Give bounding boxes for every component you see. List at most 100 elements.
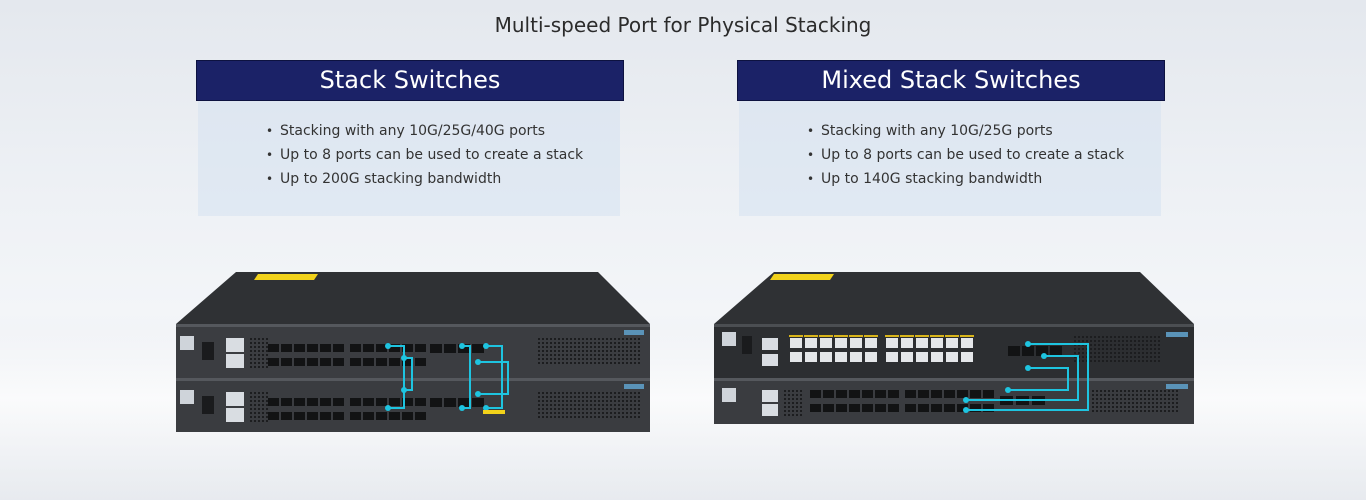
sfp-port — [905, 390, 916, 398]
vent-hole — [254, 354, 256, 356]
vent-hole — [1116, 398, 1118, 400]
rj45-port — [886, 352, 898, 362]
vent-hole — [638, 404, 640, 406]
vent-hole — [1106, 352, 1108, 354]
vent-hole — [614, 392, 616, 394]
vent-hole — [586, 362, 588, 364]
vent-hole — [578, 358, 580, 360]
qsfp-port — [444, 344, 456, 353]
vent-hole — [590, 396, 592, 398]
feature-item: •Stacking with any 10G/25G/40G ports — [266, 119, 620, 143]
vent-hole — [582, 400, 584, 402]
poe-led — [960, 335, 974, 337]
sfp-port — [281, 412, 292, 420]
vent-hole — [250, 338, 252, 340]
rj45-port — [931, 338, 943, 348]
vent-hole — [1082, 356, 1084, 358]
vent-hole — [590, 408, 592, 410]
vent-hole — [1102, 348, 1104, 350]
vent-hole — [554, 392, 556, 394]
console-port — [202, 396, 214, 414]
vent-hole — [796, 398, 798, 400]
vent-hole — [1124, 394, 1126, 396]
vent-hole — [546, 400, 548, 402]
switch-unit-lower — [714, 378, 1194, 424]
vent-hole — [1106, 356, 1108, 358]
vent-hole — [1118, 340, 1120, 342]
vent-hole — [1126, 348, 1128, 350]
vent-hole — [590, 362, 592, 364]
vent-hole — [1138, 356, 1140, 358]
vent-hole — [258, 416, 260, 418]
vent-hole — [250, 404, 252, 406]
vent-hole — [1098, 352, 1100, 354]
vent-hole — [562, 342, 564, 344]
vent-hole — [1108, 398, 1110, 400]
vent-hole — [634, 412, 636, 414]
sfp-port — [376, 344, 387, 352]
vent-hole — [1144, 398, 1146, 400]
vent-hole — [622, 400, 624, 402]
status-label — [1166, 332, 1188, 337]
vent-hole — [1172, 394, 1174, 396]
vent-hole — [594, 416, 596, 418]
vent-hole — [1160, 390, 1162, 392]
vent-hole — [586, 346, 588, 348]
vent-hole — [586, 396, 588, 398]
vent-hole — [1140, 394, 1142, 396]
vent-hole — [566, 404, 568, 406]
vent-hole — [1160, 410, 1162, 412]
sfp-port — [402, 344, 413, 352]
vent-hole — [1130, 348, 1132, 350]
vent-hole — [1142, 352, 1144, 354]
vent-hole — [562, 416, 564, 418]
vent-hole — [266, 362, 268, 364]
mgmt-port — [762, 338, 778, 350]
vent-hole — [1128, 406, 1130, 408]
sfp-port — [333, 412, 344, 420]
vent-hole — [542, 346, 544, 348]
vent-hole — [574, 354, 576, 356]
vent-hole — [1154, 352, 1156, 354]
sfp-port — [320, 358, 331, 366]
vent-hole — [262, 338, 264, 340]
sfp-port — [810, 404, 821, 412]
vent-hole — [546, 362, 548, 364]
vent-hole — [586, 392, 588, 394]
vent-hole — [250, 362, 252, 364]
vent-hole — [618, 338, 620, 340]
vent-hole — [1126, 356, 1128, 358]
vent-hole — [558, 404, 560, 406]
sfp-port — [389, 398, 400, 406]
vent-hole — [550, 416, 552, 418]
vent-hole — [1092, 390, 1094, 392]
vent-hole — [598, 412, 600, 414]
vent-hole — [602, 342, 604, 344]
vent-hole — [796, 394, 798, 396]
vent-hole — [784, 410, 786, 412]
mgmt-port — [226, 408, 244, 422]
vent-hole — [1122, 360, 1124, 362]
vent-hole — [546, 342, 548, 344]
vent-hole — [566, 392, 568, 394]
vent-hole — [546, 346, 548, 348]
sfp-port — [307, 344, 318, 352]
vent-hole — [578, 404, 580, 406]
vent-hole — [634, 416, 636, 418]
vent-hole — [1150, 336, 1152, 338]
vent-hole — [1148, 390, 1150, 392]
vent-hole — [266, 396, 268, 398]
vent-hole — [638, 346, 640, 348]
vent-hole — [1168, 406, 1170, 408]
vent-hole — [1078, 336, 1080, 338]
vent-hole — [254, 338, 256, 340]
vent-hole — [626, 338, 628, 340]
vent-hole — [602, 392, 604, 394]
vent-hole — [614, 416, 616, 418]
fs-logo-icon — [180, 390, 194, 404]
vent-hole — [1148, 394, 1150, 396]
vent-hole — [562, 354, 564, 356]
vent-hole — [1108, 410, 1110, 412]
vent-hole — [1112, 398, 1114, 400]
vent-hole — [266, 416, 268, 418]
